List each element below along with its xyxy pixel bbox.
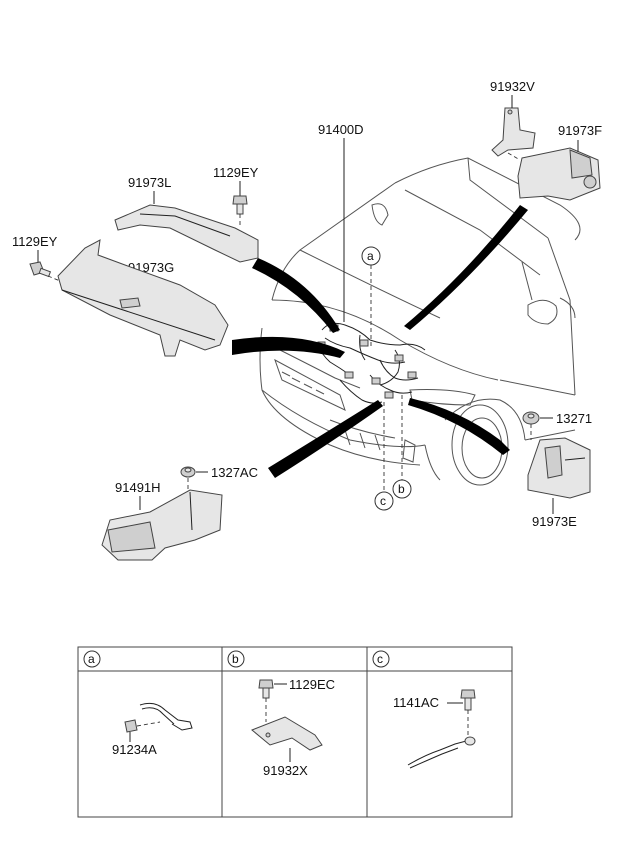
table-header-c: [372, 650, 390, 668]
part-91973F-cover: [517, 147, 601, 201]
bolt-icon: [29, 261, 52, 278]
part-91932X-bracket: [251, 716, 323, 751]
callout-b: [392, 479, 412, 499]
label-91400D: 91400D: [318, 122, 364, 137]
part-91491H-bracket: [101, 489, 223, 561]
part-91973L-bracket: [114, 204, 259, 263]
bolt-icon: [258, 679, 274, 699]
label-13271: 13271: [556, 411, 592, 426]
label-1129EC: 1129EC: [289, 677, 335, 692]
label-91932V: 91932V: [490, 79, 535, 94]
label-91932X: 91932X: [263, 763, 308, 778]
bolt-icon: [232, 195, 248, 215]
table-header-b-label: b: [232, 652, 239, 666]
nut-icon: [180, 466, 196, 478]
detail-table: a b c 91234A 1129EC 91932X 1141AC: [77, 646, 513, 818]
ground-cable: [407, 736, 476, 769]
label-91973L: 91973L: [128, 175, 171, 190]
label-1141AC: 1141AC: [393, 695, 439, 710]
sweep-leaders: [232, 205, 528, 478]
part-91973E-box: [527, 437, 591, 499]
label-1129EY-left: 1129EY: [12, 234, 58, 249]
table-header-c-label: c: [377, 652, 383, 666]
label-91234A: 91234A: [112, 742, 157, 757]
label-1327AC: 1327AC: [211, 465, 258, 480]
table-header-b: [227, 650, 245, 668]
part-91932V-bracket: [491, 107, 536, 161]
callout-a-label: a: [367, 249, 374, 263]
wiring-harness-91400D: [317, 322, 426, 404]
label-1129EY-top: 1129EY: [213, 165, 259, 180]
label-91973E: 91973E: [532, 514, 577, 529]
label-91973F: 91973F: [558, 123, 602, 138]
nut-icon: [522, 411, 540, 425]
callout-c: [374, 491, 394, 511]
bolt-icon: [460, 689, 476, 711]
callout-b-label: b: [398, 482, 405, 496]
part-91234A-cable: [124, 702, 193, 733]
table-header-a: [83, 650, 101, 668]
label-91491H: 91491H: [115, 480, 161, 495]
table-header-a-label: a: [88, 652, 95, 666]
callout-c-label: c: [380, 494, 386, 508]
part-91973G-cover: [57, 239, 229, 357]
